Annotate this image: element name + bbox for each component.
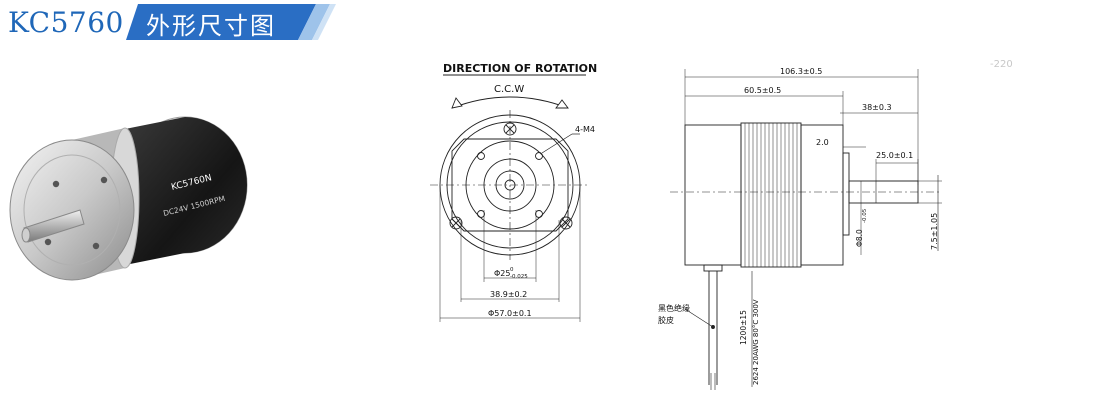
m4-hole: [477, 210, 485, 218]
mount-hole: [52, 180, 60, 188]
dim-body-diameter: Φ57.0±0.1: [488, 309, 532, 318]
screw-head: [503, 122, 517, 136]
dim-boss: 2.0: [816, 138, 829, 147]
dim-pilot: Φ25: [494, 269, 510, 278]
front-view-drawing: DIRECTION OF ROTATION C.C.W 4-M4 Φ25 0 -…: [430, 62, 597, 322]
screw-head: [449, 216, 463, 230]
rear-cap-outline: [684, 124, 742, 266]
dim-shaft-diameter: Φ8.0: [855, 229, 864, 247]
header-banner-shape: [126, 4, 336, 40]
finned-body: [740, 122, 802, 268]
dim-shaft-length: 38±0.3: [862, 103, 892, 112]
dim-total-length: 106.3±0.5: [780, 67, 822, 76]
front-face: [9, 139, 135, 281]
mount-hole: [92, 242, 100, 250]
dim-bolt-circle: 38.9±0.2: [490, 290, 527, 299]
motor-photo: KC5760N DC24V 1500RPM: [9, 116, 248, 281]
model-number: KC5760: [8, 6, 124, 39]
dim-pilot-tol-upper: 0: [510, 267, 514, 273]
cable-note-line1: 黑色绝缘: [658, 303, 690, 313]
screw-head: [559, 216, 573, 230]
m4-hole: [535, 152, 543, 160]
dim-cable-length: 1200±15: [739, 310, 748, 345]
pilot-boss: [842, 152, 850, 236]
dim-pilot-tol-lower: -0.025: [510, 274, 528, 280]
direction-title: DIRECTION OF ROTATION: [443, 62, 597, 75]
section-title: 外形尺寸图: [146, 12, 276, 40]
m4-hole: [535, 210, 543, 218]
black-housing: [120, 117, 247, 266]
mount-hole: [44, 238, 52, 246]
header: KC5760 外形尺寸图: [0, 0, 340, 48]
dim-body-length: 60.5±0.5: [744, 86, 781, 95]
mount-hole: [100, 176, 108, 184]
cable-note-line2: 胶皮: [658, 315, 674, 325]
dim-flat-depth: 7.5±1.05: [930, 213, 939, 250]
side-view-drawing: -220 106.3±0.5 60.5±0.5 38±0.3 2.0 25.0±…: [658, 59, 1013, 390]
dim-flat-length: 25.0±0.1: [876, 151, 913, 160]
cable-spec: 2624 20AWG 80°C 300V: [752, 299, 760, 385]
cable-gland: [703, 264, 723, 272]
corner-text: -220: [990, 59, 1013, 70]
hole-callout: 4-M4: [575, 125, 595, 134]
m4-hole: [477, 152, 485, 160]
dim-shaft-tol: -0.05: [862, 208, 868, 223]
rotation-label: C.C.W: [494, 84, 524, 95]
cooling-fins: [744, 123, 798, 267]
